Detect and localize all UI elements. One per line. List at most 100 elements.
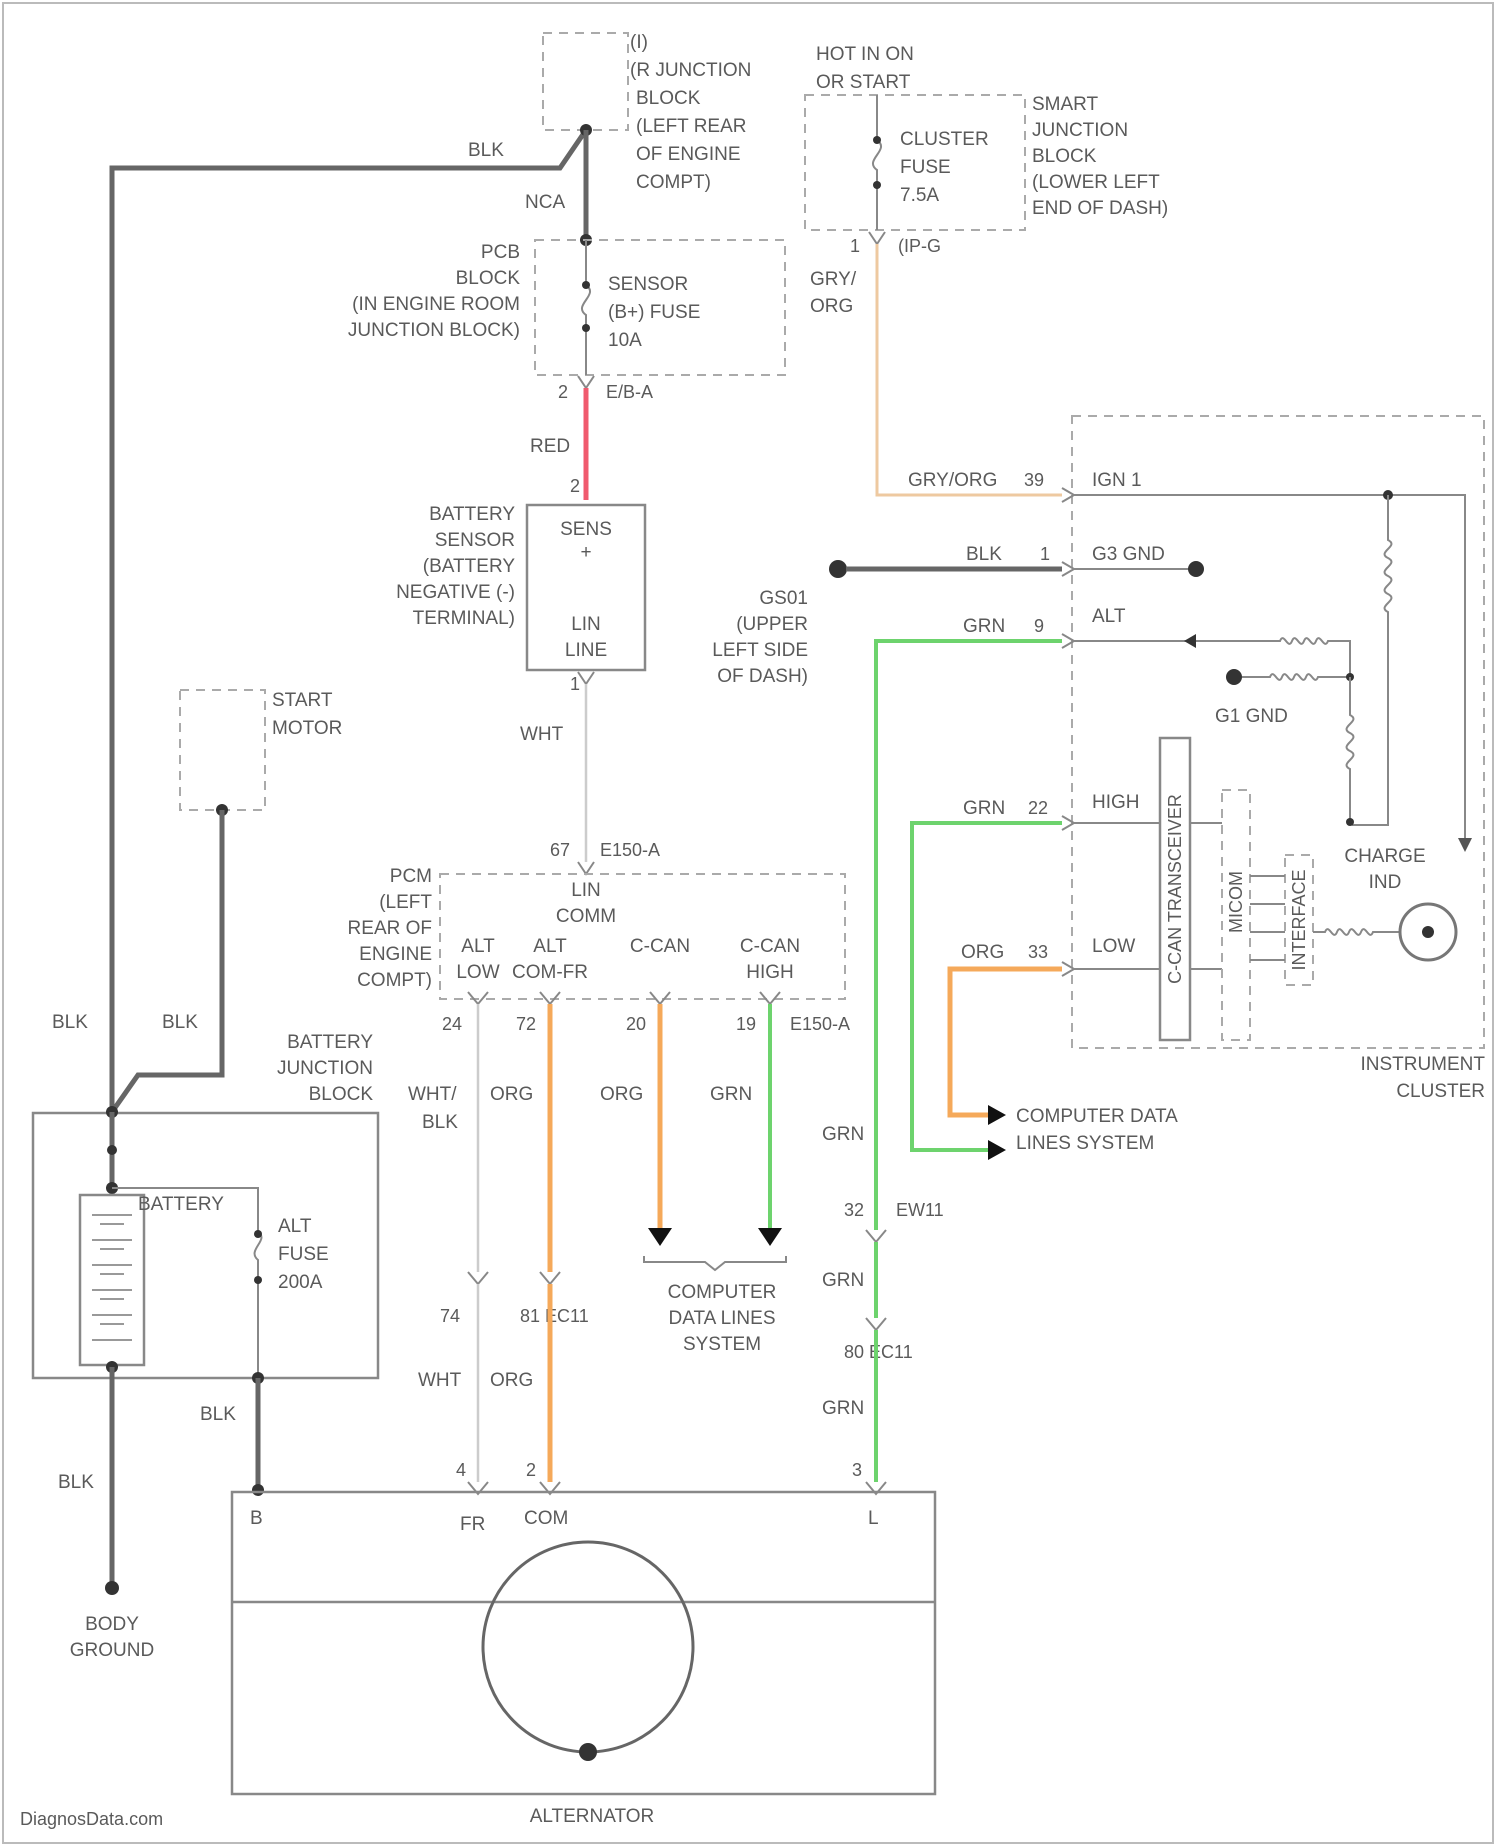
- svg-text:END OF DASH): END OF DASH): [1032, 198, 1168, 219]
- lin-comm-label: LIN: [571, 880, 601, 901]
- coil-symbol: [1352, 495, 1391, 825]
- svg-text:FUSE: FUSE: [278, 1244, 329, 1265]
- svg-text:IND: IND: [1369, 872, 1402, 893]
- connector-chevron: [468, 1272, 488, 1284]
- connector-chevron: [578, 672, 594, 684]
- alt-fr-label: FR: [460, 1514, 485, 1535]
- alternator-rotor: [483, 1542, 693, 1752]
- wire-label-gry-org: GRY/ORG: [908, 470, 997, 491]
- pin-label: 67: [550, 840, 570, 860]
- interface-label: INTERFACE: [1289, 869, 1309, 970]
- body-ground-label: BODY GROUND: [70, 1614, 154, 1661]
- svg-text:OR START: OR START: [816, 72, 911, 93]
- c-can-high-label-2: HIGH: [746, 962, 794, 983]
- svg-text:OF DASH): OF DASH): [717, 666, 808, 687]
- svg-text:HOT IN ON: HOT IN ON: [816, 44, 914, 65]
- wire-label-blk-top: BLK: [468, 140, 504, 161]
- svg-text:BLOCK: BLOCK: [309, 1084, 374, 1105]
- battery-label: BATTERY: [138, 1194, 224, 1215]
- pcb-block-label: PCB BLOCK (IN ENGINE ROOM JUNCTION BLOCK…: [348, 242, 520, 341]
- alternator-ground: [579, 1743, 597, 1761]
- blk-wire-start-motor: [112, 810, 222, 1112]
- wire-label-red: RED: [530, 436, 570, 457]
- svg-text:7.5A: 7.5A: [900, 185, 939, 206]
- svg-text:BLOCK: BLOCK: [636, 88, 701, 109]
- svg-text:PCB: PCB: [481, 242, 520, 263]
- charge-resistor: [1313, 929, 1400, 935]
- arrow-left-icon: [1184, 634, 1196, 648]
- splice-dot: [107, 1145, 117, 1155]
- svg-text:CLUSTER: CLUSTER: [1396, 1081, 1485, 1102]
- alt-low-label: ALT: [461, 936, 495, 957]
- fuse-contact: [873, 136, 881, 144]
- pin-label: 19: [736, 1014, 756, 1034]
- sens-plus: +: [580, 542, 591, 563]
- ir-junction-block-box: [543, 33, 628, 130]
- cluster-fuse-label: CLUSTER FUSE 7.5A: [900, 129, 989, 206]
- alt-b-label: B: [250, 1508, 263, 1529]
- svg-text:JUNCTION: JUNCTION: [277, 1058, 373, 1079]
- svg-text:200A: 200A: [278, 1272, 323, 1293]
- fuse-contact: [582, 324, 590, 332]
- fuse-contact: [582, 281, 590, 289]
- computer-data-lines-label-bottom: COMPUTER DATA LINES SYSTEM: [668, 1282, 777, 1355]
- arrow-right-icon: [988, 1140, 1006, 1160]
- svg-text:(LOWER LEFT: (LOWER LEFT: [1032, 172, 1160, 193]
- svg-text:GS01: GS01: [759, 588, 808, 609]
- svg-text:(BATTERY: (BATTERY: [423, 556, 516, 577]
- alt-l-label: L: [868, 1508, 879, 1529]
- svg-text:TERMINAL): TERMINAL): [413, 608, 515, 629]
- ground-g1: [1226, 669, 1242, 685]
- svg-text:OF ENGINE: OF ENGINE: [636, 144, 741, 165]
- battery-cells: [92, 1215, 132, 1340]
- start-motor-label: START: [272, 690, 333, 711]
- connector-label: E/B-A: [606, 382, 653, 402]
- svg-text:CLUSTER: CLUSTER: [900, 129, 989, 150]
- svg-text:SMART: SMART: [1032, 94, 1099, 115]
- frame-border: [3, 3, 1493, 1843]
- svg-text:JUNCTION: JUNCTION: [1032, 120, 1128, 141]
- svg-text:LINES SYSTEM: LINES SYSTEM: [1016, 1133, 1154, 1154]
- svg-text:BLOCK: BLOCK: [1032, 146, 1097, 167]
- fuse-contact: [254, 1276, 262, 1284]
- fuse-contact: [873, 181, 881, 189]
- gry-org-wire: [877, 244, 1062, 495]
- wire-label-org: ORG: [600, 1084, 643, 1105]
- wire-label-wht: WHT: [520, 724, 564, 745]
- low-label: LOW: [1092, 936, 1135, 957]
- connector-label: E150-A: [790, 1014, 850, 1034]
- pin-label: 24: [442, 1014, 462, 1034]
- wire-label-blk: BLK: [162, 1012, 198, 1033]
- wire-label-blk-mid: BLK: [966, 544, 1002, 565]
- interface-links: [1272, 876, 1285, 960]
- connector-chevron: [578, 376, 594, 388]
- wire-label-nca: NCA: [525, 192, 565, 213]
- alt-comfr-label-2: COM-FR: [512, 962, 588, 983]
- wire-label-grn: GRN: [822, 1124, 864, 1145]
- smart-junction-block-label: SMART JUNCTION BLOCK (LOWER LEFT END OF …: [1032, 94, 1168, 219]
- connector-chevron: [869, 232, 885, 244]
- sens-label: SENS: [560, 519, 612, 540]
- wire-label-org: ORG: [810, 296, 853, 317]
- c-can-high-label: C-CAN: [740, 936, 800, 957]
- sensor-fuse-symbol: [582, 240, 590, 375]
- wire-label-org: ORG: [490, 1370, 533, 1391]
- pin-label: 2: [570, 476, 580, 496]
- pin-label: 1: [850, 236, 860, 256]
- connector-label: 81 EC11: [520, 1306, 589, 1326]
- alt-low-label-2: LOW: [456, 962, 499, 983]
- svg-text:DATA LINES: DATA LINES: [669, 1308, 776, 1329]
- ground-dot: [105, 1581, 119, 1595]
- svg-text:BLOCK: BLOCK: [456, 268, 521, 289]
- wire-label-org: ORG: [490, 1084, 533, 1105]
- lin-comm-label-2: COMM: [556, 906, 616, 927]
- svg-text:GROUND: GROUND: [70, 1640, 154, 1661]
- gs01-label: GS01 (UPPER LEFT SIDE OF DASH): [712, 588, 808, 687]
- charge-ind-label: CHARGE IND: [1344, 846, 1425, 893]
- svg-text:COMPT): COMPT): [636, 172, 711, 193]
- pin-label: 3: [852, 1460, 862, 1480]
- connector-label: 80 EC11: [844, 1342, 913, 1362]
- alt-label: ALT: [1092, 606, 1126, 627]
- lamp-center: [1422, 926, 1434, 938]
- start-motor-box: [180, 690, 265, 810]
